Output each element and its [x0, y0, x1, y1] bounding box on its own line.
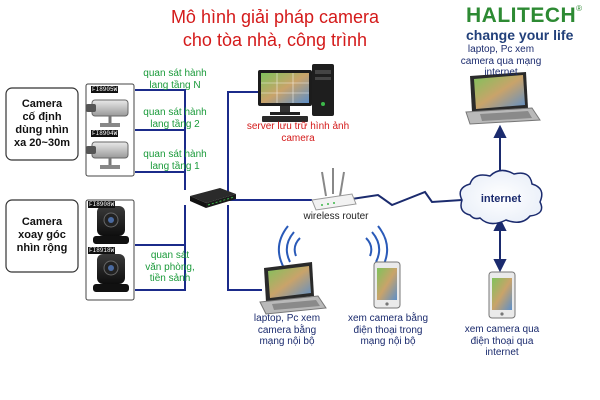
- local-phone-label-line: xem camera bằng: [347, 313, 429, 324]
- brand-logo: HALITECH®: [466, 4, 596, 28]
- wireless-router-icon: [311, 168, 357, 211]
- server-label-line: server lưu trữ hình ảnh: [246, 121, 350, 132]
- model-tag-fi8904w: FI8904W: [91, 130, 119, 137]
- link-label-floor-n: quan sát hành lang tầng N: [138, 68, 212, 91]
- ptz-camera-label-line: nhìn rộng: [16, 242, 68, 254]
- local-laptop-label: laptop, Pc xem camera bằng mạng nội bộ: [244, 313, 330, 348]
- model-tag-fi8908w: FI8908W: [88, 201, 116, 208]
- server-label: server lưu trữ hình ảnh camera: [238, 121, 358, 144]
- brand-registered-mark: ®: [576, 4, 583, 13]
- local-laptop-label-line: camera bằng: [257, 324, 317, 336]
- link-label-line: lang tầng N: [149, 79, 201, 91]
- local-phone-label: xem camera bằng điện thoại trong mạng nộ…: [342, 313, 434, 348]
- cable-office: [135, 205, 186, 291]
- remote-phone-label-line: xem camera qua: [464, 324, 540, 335]
- server-computer-icon: [258, 64, 334, 122]
- fixed-camera-label-line: dùng nhìn: [15, 124, 69, 136]
- ptz-camera-1-icon: [93, 206, 129, 244]
- network-switch-icon: [190, 188, 236, 208]
- link-label-line: quan sát: [150, 250, 190, 261]
- wifi-waves: [277, 225, 389, 269]
- brand-slogan: change your life: [466, 27, 574, 43]
- cable-local-laptop: [227, 205, 262, 291]
- remote-laptop-icon: [465, 72, 541, 125]
- link-label-line: quan sát hành: [143, 68, 207, 79]
- ptz-camera-label-box: [5, 199, 79, 273]
- brand-name: HALITECH: [466, 4, 577, 27]
- fixed-camera-label-line: cố định: [22, 111, 62, 123]
- fixed-camera-1-icon: [86, 99, 129, 127]
- model-tag-fi8905w: FI8905W: [91, 86, 119, 93]
- cable-server: [227, 91, 262, 195]
- diagram-title: Mô hình giải pháp camera cho tòa nhà, cô…: [120, 6, 430, 52]
- remote-phone-label-line: điện thoại qua: [470, 335, 534, 347]
- local-laptop-label-line: mạng nội bộ: [259, 336, 315, 347]
- link-label-floor-1: quan sát hành lang tầng 1: [138, 149, 212, 172]
- server-label-line: camera: [281, 132, 315, 144]
- internet-cloud-icon: [459, 169, 543, 225]
- local-phone-label-line: mạng nội bộ: [360, 336, 416, 347]
- remote-phone-icon: [488, 271, 516, 319]
- network-cables: [135, 89, 312, 291]
- ptz-camera-label-line: Camera: [21, 216, 63, 228]
- local-laptop-icon: [259, 262, 327, 315]
- remote-laptop-label-line: internet: [484, 67, 518, 78]
- remote-phone-label-line: internet: [485, 347, 519, 358]
- link-label-line: văn phòng,: [145, 261, 195, 273]
- link-label-line: quan sát hành: [143, 149, 207, 160]
- remote-laptop-label-line: laptop, Pc xem: [467, 44, 535, 55]
- link-label-floor-2: quan sát hành lang tầng 2: [138, 107, 212, 130]
- link-label-line: quan sát hành: [143, 107, 207, 118]
- link-label-line: lang tầng 1: [150, 160, 200, 172]
- local-laptop-label-line: laptop, Pc xem: [253, 313, 321, 324]
- fixed-camera-label: Camera cố định dùng nhìn xa 20~30m: [8, 98, 76, 150]
- title-line-1: Mô hình giải pháp camera: [170, 7, 380, 27]
- fixed-camera-label-box: [5, 87, 79, 161]
- remote-phone-label: xem camera qua điện thoại qua internet: [456, 324, 548, 359]
- local-phone-label-line: điện thoại trong: [353, 324, 423, 336]
- router-internet-link: [344, 190, 463, 207]
- local-phone-icon: [373, 261, 401, 309]
- title-line-2: cho tòa nhà, công trình: [182, 30, 368, 50]
- router-label: wireless router: [303, 211, 369, 222]
- ptz-camera-label-line: xoay góc: [18, 229, 66, 241]
- link-label-office: quan sát văn phòng, tiền sảnh: [140, 250, 200, 285]
- ptz-camera-label: Camera xoay góc nhìn rộng: [8, 216, 76, 255]
- fixed-camera-label-line: Camera: [21, 98, 63, 110]
- fixed-camera-2-icon: [86, 141, 129, 169]
- fixed-camera-label-line: xa 20~30m: [14, 137, 70, 149]
- cable-floor-n: [135, 89, 186, 190]
- remote-laptop-label-line: camera qua mạng: [460, 55, 542, 67]
- ptz-camera-2-icon: [93, 254, 129, 292]
- internet-label: internet: [480, 193, 522, 205]
- model-tag-fi8918w: FI8918W: [88, 247, 116, 254]
- remote-laptop-label: laptop, Pc xem camera qua mạng internet: [446, 44, 556, 79]
- link-label-line: tiền sảnh: [149, 273, 191, 284]
- link-label-line: lang tầng 2: [150, 118, 200, 130]
